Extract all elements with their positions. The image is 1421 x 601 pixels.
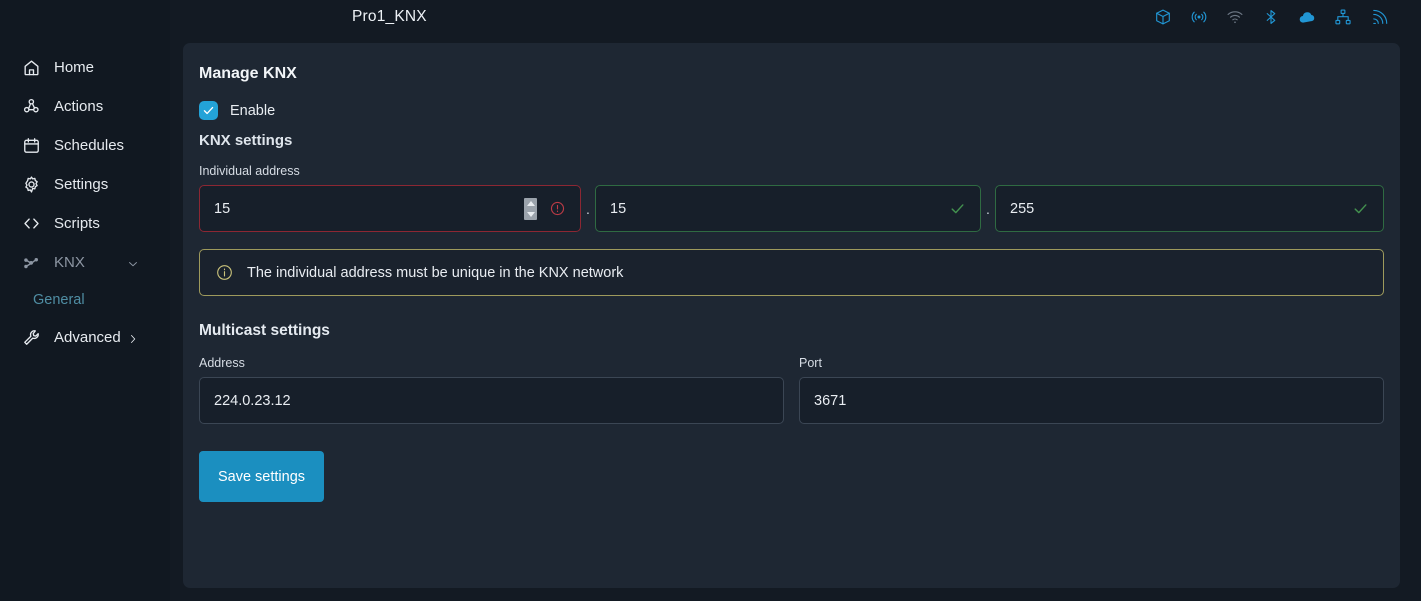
multicast-port-input[interactable]: 3671	[799, 377, 1384, 424]
enable-label: Enable	[230, 102, 276, 119]
cloud-icon[interactable]	[1297, 7, 1317, 27]
bluetooth-icon[interactable]	[1261, 7, 1281, 27]
sidebar-item-actions[interactable]: Actions	[0, 87, 170, 126]
quantity-stepper[interactable]	[524, 197, 537, 220]
topbar: Pro1_KNX	[340, 0, 1421, 34]
individual-address-label: Individual address	[199, 164, 300, 178]
multicast-address-label: Address	[199, 356, 245, 370]
multicast-port-group: Port 3671	[799, 356, 1384, 424]
enable-checkbox[interactable]	[199, 101, 218, 120]
sidebar-item-home[interactable]: Home	[0, 48, 170, 87]
individual-address-field-1[interactable]: 15	[199, 185, 581, 232]
sidebar-item-label: Actions	[54, 98, 104, 115]
sidebar: Home Actions Schedules Settings Scripts	[0, 0, 170, 601]
field-value: 224.0.23.12	[214, 392, 291, 409]
multicast-settings-heading: Multicast settings	[199, 322, 330, 339]
chevron-right-icon[interactable]	[127, 332, 139, 344]
status-icon-tray	[1153, 7, 1421, 27]
sidebar-subitem-label: General	[33, 292, 85, 308]
wifi-icon[interactable]	[1225, 7, 1245, 27]
sidebar-item-knx[interactable]: KNX	[0, 243, 170, 282]
check-icon	[949, 200, 966, 217]
sidebar-item-label: KNX	[54, 254, 85, 271]
error-circle-icon	[549, 200, 566, 217]
package-icon[interactable]	[1153, 7, 1173, 27]
multicast-row: Address 224.0.23.12 Port 3671	[199, 356, 1384, 424]
address-separator-1: .	[586, 200, 590, 217]
field-value: 15	[214, 200, 231, 217]
field-value: 15	[610, 200, 627, 217]
sidebar-item-settings[interactable]: Settings	[0, 165, 170, 204]
sidebar-item-label: Home	[54, 59, 95, 76]
check-icon	[1352, 200, 1369, 217]
wrench-icon	[22, 328, 41, 347]
sitemap-icon[interactable]	[1333, 7, 1353, 27]
sidebar-item-label: Schedules	[54, 137, 125, 154]
sidebar-item-label: Scripts	[54, 215, 100, 232]
code-icon	[22, 214, 41, 233]
chevron-down-icon[interactable]	[127, 257, 139, 269]
sidebar-subitem-general[interactable]: General	[0, 282, 170, 318]
sidebar-item-advanced[interactable]: Advanced	[0, 318, 170, 357]
manage-knx-panel: Manage KNX Enable KNX settings Individua…	[183, 43, 1400, 588]
sidebar-item-label: Settings	[54, 176, 109, 193]
sidebar-item-scripts[interactable]: Scripts	[0, 204, 170, 243]
individual-address-field-3[interactable]: 255	[995, 185, 1384, 232]
field-value: 255	[1010, 200, 1035, 217]
multicast-address-input[interactable]: 224.0.23.12	[199, 377, 784, 424]
individual-address-field-2[interactable]: 15	[595, 185, 981, 232]
calendar-icon	[22, 136, 41, 155]
panel-title: Manage KNX	[199, 65, 297, 82]
info-circle-icon	[215, 263, 234, 282]
individual-address-row: 15 . 15 .	[199, 185, 1384, 232]
actions-icon	[22, 97, 41, 116]
address-separator-2: .	[986, 200, 990, 217]
page-title: Pro1_KNX	[352, 8, 427, 25]
info-alert-text: The individual address must be unique in…	[247, 264, 624, 281]
content-area: Pro1_KNX	[170, 0, 1421, 601]
knx-nodes-icon	[22, 253, 41, 272]
sidebar-item-schedules[interactable]: Schedules	[0, 126, 170, 165]
field-value: 3671	[814, 392, 847, 409]
gear-icon	[22, 175, 41, 194]
multicast-port-label: Port	[799, 356, 822, 370]
rss-icon[interactable]	[1369, 7, 1389, 27]
home-icon	[22, 58, 41, 77]
sidebar-item-label: Advanced	[54, 329, 121, 346]
info-alert: The individual address must be unique in…	[199, 249, 1384, 296]
multicast-address-group: Address 224.0.23.12	[199, 356, 784, 424]
knx-settings-heading: KNX settings	[199, 132, 293, 149]
broadcast-icon[interactable]	[1189, 7, 1209, 27]
save-settings-button[interactable]: Save settings	[199, 451, 324, 502]
enable-row: Enable	[199, 101, 1384, 120]
